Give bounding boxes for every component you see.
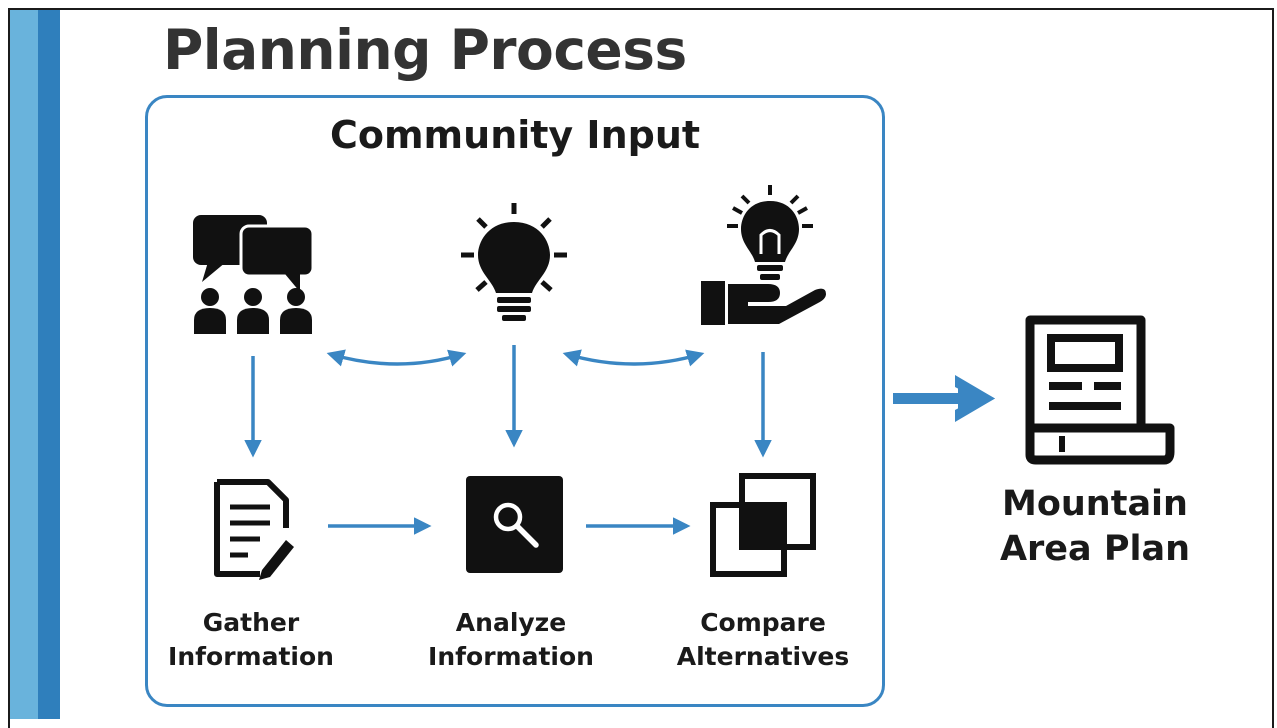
step-label-analyze: Analyze Information xyxy=(391,606,631,674)
document-edit-icon xyxy=(214,479,294,580)
exchange-arrow-left xyxy=(326,349,467,367)
overlapping-squares-icon xyxy=(710,473,816,577)
output-label: Mountain Area Plan xyxy=(985,482,1205,572)
document-scroll-icon xyxy=(1025,315,1175,465)
hand-lightbulb-icon xyxy=(701,185,826,325)
step-label-line2: Information xyxy=(168,642,334,671)
step-label-line2: Information xyxy=(428,642,594,671)
step-label-line1: Gather xyxy=(202,608,300,637)
output-label-line2: Area Plan xyxy=(999,529,1191,569)
step-label-line1: Compare xyxy=(700,608,826,637)
step-label-compare: Compare Alternatives xyxy=(643,606,883,674)
output-arrow xyxy=(893,375,995,422)
step-label-line1: Analyze xyxy=(455,608,567,637)
community-input-panel xyxy=(145,95,885,707)
discussion-group-icon xyxy=(193,215,315,334)
output-label-line1: Mountain xyxy=(1002,484,1188,524)
accent-bar-light xyxy=(10,10,38,719)
exchange-arrow-right xyxy=(562,349,705,367)
step-label-gather: Gather Information xyxy=(131,606,371,674)
lightbulb-icon xyxy=(461,203,567,321)
slide-frame xyxy=(8,8,1274,728)
slide-title: Planning Process xyxy=(163,18,687,82)
step-label-line2: Alternatives xyxy=(676,642,850,671)
accent-bar-dark xyxy=(38,10,60,719)
magnifier-icon xyxy=(466,476,563,573)
panel-title: Community Input xyxy=(329,113,701,157)
